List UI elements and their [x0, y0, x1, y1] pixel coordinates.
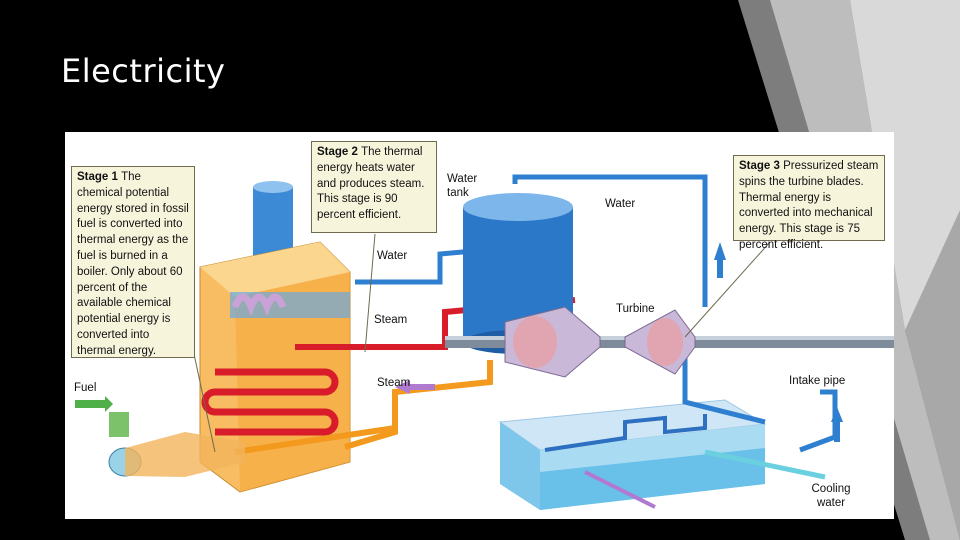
stage-3-text: Pressurized steam spins the turbine blad…: [739, 160, 879, 251]
steam-coil: [201, 368, 339, 436]
stage-3-heading: Stage 3: [739, 160, 784, 172]
label-water-left: Water: [377, 250, 408, 262]
diagram-illustration: [75, 174, 894, 510]
label-water-tank: Water tank: [447, 173, 478, 199]
burner: [75, 396, 245, 477]
label-fuel: Fuel: [74, 382, 97, 394]
stage-1-callout: Stage 1 The chemical potential energy st…: [71, 166, 195, 358]
power-plant-diagram: Stage 1 The chemical potential energy st…: [65, 132, 894, 519]
water-pipe-top: [512, 174, 708, 307]
stage-1-heading: Stage 1: [77, 171, 122, 183]
stage-2-callout: Stage 2 The thermal energy heats water a…: [311, 141, 437, 233]
label-intake-pipe: Intake pipe: [789, 375, 846, 387]
cooling-basin: [498, 399, 826, 510]
label-steam-lower: Steam: [377, 377, 411, 389]
label-cooling-water: Cooling water: [811, 483, 851, 509]
stage-2-text: The thermal energy heats water and produ…: [317, 146, 425, 222]
return-pipe: [344, 360, 493, 450]
stage-2-heading: Stage 2: [317, 146, 362, 158]
slide-title: Electricity: [61, 52, 226, 90]
turbine: [445, 306, 894, 378]
label-steam-upper: Steam: [374, 314, 408, 326]
stage-1-text: The chemical potential energy stored in …: [77, 171, 189, 357]
label-turbine: Turbine: [616, 303, 655, 315]
label-water-top: Water: [605, 198, 636, 210]
stage-3-callout: Stage 3 Pressurized steam spins the turb…: [733, 155, 885, 251]
